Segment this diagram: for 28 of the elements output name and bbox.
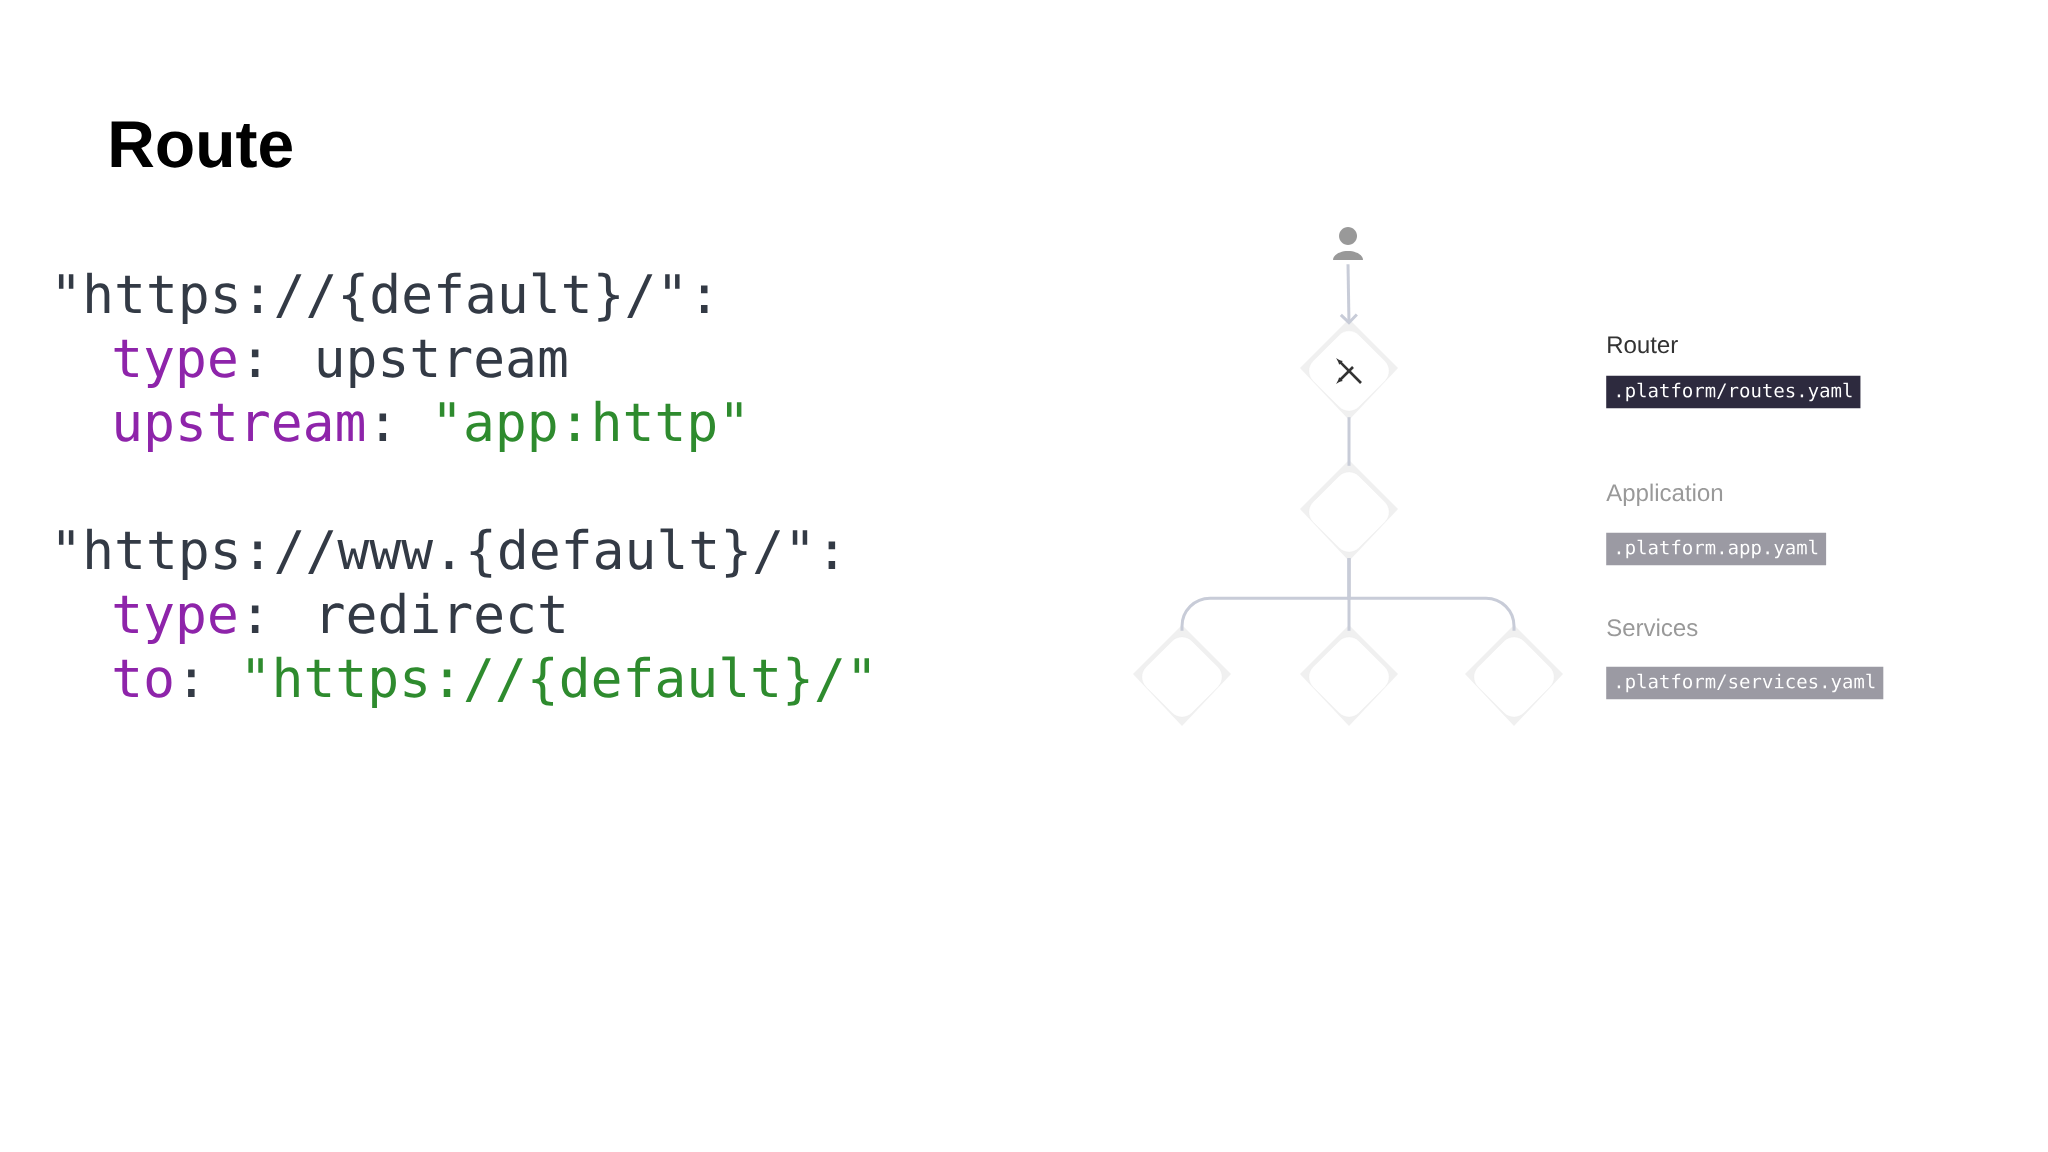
person-icon bbox=[1333, 227, 1363, 260]
code-colon: : bbox=[379, 413, 387, 441]
connector bbox=[1347, 558, 1516, 631]
code-value: : redirect bbox=[251, 592, 564, 634]
code-line: "https://{default}/": bbox=[58, 272, 708, 324]
code-string: "app:http" bbox=[439, 400, 742, 452]
application-node bbox=[1300, 460, 1398, 561]
service-node bbox=[1465, 625, 1563, 726]
code-key: upstream bbox=[116, 403, 364, 452]
section-label: Application bbox=[1606, 483, 1723, 506]
code-colon: : bbox=[188, 669, 195, 697]
connector bbox=[1347, 417, 1351, 466]
section-label: Services bbox=[1607, 618, 1698, 637]
router-node bbox=[1300, 319, 1398, 420]
code-key: type bbox=[114, 595, 236, 644]
connector bbox=[1339, 264, 1358, 325]
code-key: to bbox=[114, 659, 172, 698]
code-string: "https://{default}/" bbox=[248, 656, 869, 708]
code-line: "https://www.{default}/": bbox=[58, 528, 836, 580]
file-tag: .platform.app.yaml bbox=[1606, 532, 1827, 566]
code-value: : upstream bbox=[251, 339, 567, 388]
file-tag: .platform/routes.yaml bbox=[1606, 375, 1861, 409]
service-node bbox=[1133, 625, 1231, 726]
file-tag: .platform/services.yaml bbox=[1606, 666, 1884, 700]
code-key: type bbox=[114, 339, 236, 388]
section-label: Router bbox=[1608, 336, 1678, 354]
title: Route bbox=[111, 121, 292, 168]
service-node bbox=[1300, 625, 1398, 726]
